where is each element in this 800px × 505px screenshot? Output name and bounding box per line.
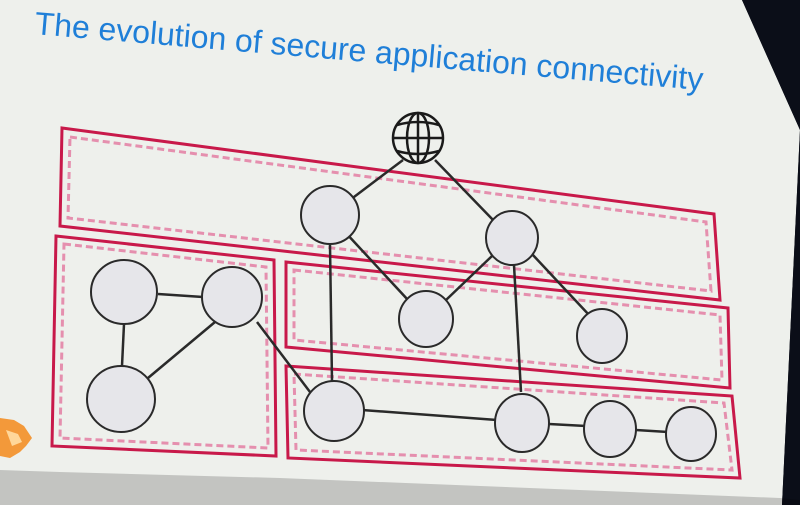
node bbox=[485, 210, 539, 266]
slide-right-shadow bbox=[742, 0, 800, 505]
connection-lines bbox=[120, 159, 669, 434]
zone-middle-right bbox=[284, 260, 732, 390]
node bbox=[303, 380, 365, 442]
node bbox=[665, 406, 717, 462]
zone-top bbox=[58, 126, 722, 302]
node bbox=[201, 266, 263, 328]
node bbox=[86, 365, 156, 433]
node bbox=[583, 400, 637, 458]
globe-icon bbox=[391, 111, 445, 165]
screen-shadow bbox=[0, 470, 800, 505]
node bbox=[398, 290, 454, 348]
node bbox=[576, 308, 628, 364]
node bbox=[494, 393, 550, 453]
zone-left bbox=[50, 234, 278, 458]
logo-icon bbox=[0, 418, 32, 458]
node bbox=[300, 185, 360, 245]
node bbox=[90, 259, 158, 325]
zone-bottom-right bbox=[284, 364, 742, 480]
